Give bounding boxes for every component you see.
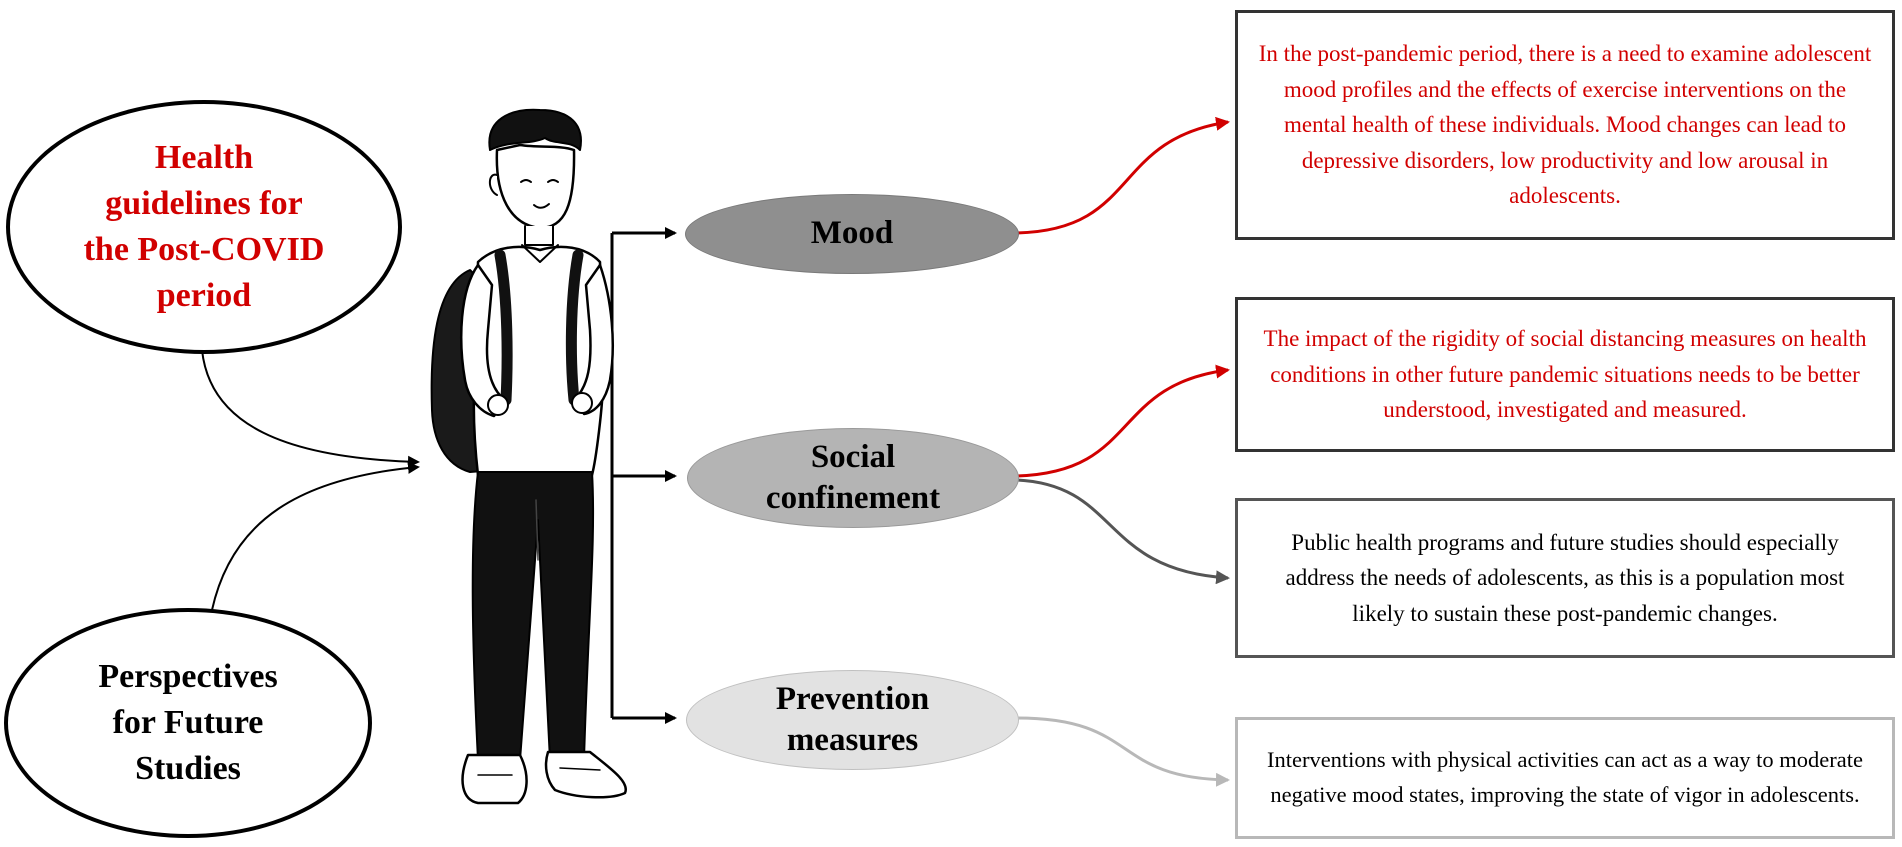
prevention-to-interventions-box-arrow (1016, 716, 1230, 787)
health-guidelines-label: Health guidelines for the Post-COVID per… (83, 139, 325, 314)
social-distancing-info-text: The impact of the rigidity of social dis… (1263, 326, 1867, 423)
interventions-info-text: Interventions with physical activities c… (1266, 747, 1864, 807)
prevention-measures-label: Prevention measures (775, 680, 930, 758)
social-confinement-label: Social confinement (765, 438, 941, 516)
health-guidelines-ellipse: Health guidelines for the Post-COVID per… (6, 100, 402, 354)
social-to-public-health-box-arrow (1016, 478, 1230, 585)
mood-info-box: In the post-pandemic period, there is a … (1235, 10, 1895, 240)
perspectives-to-figure-arrow (211, 461, 420, 611)
mood-info-text: In the post-pandemic period, there is a … (1258, 40, 1872, 209)
social-to-distancing-box-arrow (1016, 364, 1230, 478)
prevention-measures-ellipse: Prevention measures (686, 670, 1019, 770)
student-with-backpack-icon (430, 108, 627, 805)
perspectives-ellipse: Perspectives for Future Studies (4, 608, 372, 838)
public-health-info-box: Public health programs and future studie… (1235, 498, 1895, 658)
public-health-info-text: Public health programs and future studie… (1285, 529, 1845, 626)
category-bracket (610, 227, 677, 724)
interventions-info-box: Interventions with physical activities c… (1235, 717, 1895, 839)
perspectives-label: Perspectives for Future Studies (98, 658, 278, 787)
mood-label: Mood (810, 215, 894, 252)
guidelines-to-figure-arrow (201, 349, 420, 468)
social-confinement-ellipse: Social confinement (687, 428, 1019, 528)
mood-ellipse: Mood (685, 194, 1019, 274)
mood-to-box-arrow (1016, 116, 1230, 235)
social-distancing-info-box: The impact of the rigidity of social dis… (1235, 297, 1895, 452)
